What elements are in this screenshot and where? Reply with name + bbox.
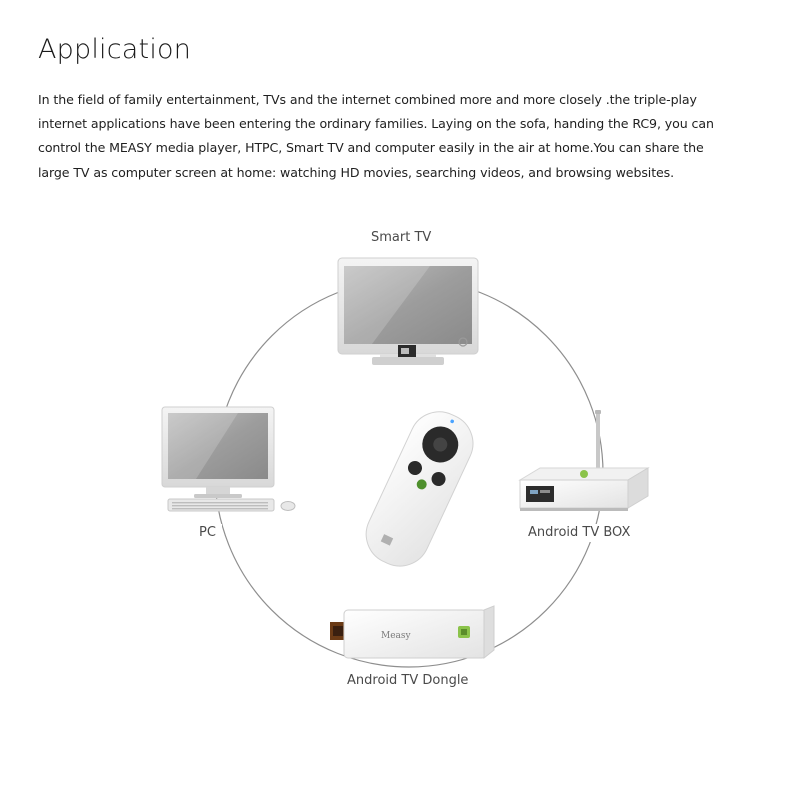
remote-control-icon <box>365 411 474 567</box>
pc-label: PC <box>199 525 216 540</box>
paragraph-line: control the MEASY media player, HTPC, Sm… <box>38 140 704 156</box>
paragraph-line: large TV as computer screen at home: wat… <box>38 164 675 180</box>
smart-tv-icon <box>337 257 479 365</box>
paragraph-line: In the field of family entertainment, TV… <box>38 92 697 107</box>
android-tv-dongle-label: Android TV Dongle <box>347 673 469 688</box>
android-tv-dongle-icon: Measy <box>330 605 495 660</box>
android-tv-box-icon <box>518 410 650 511</box>
paragraph-line: internet applications have been entering… <box>38 116 714 132</box>
intro-paragraph: In the field of family entertainment, TV… <box>38 88 766 185</box>
android-tv-box-label: Android TV BOX <box>528 525 631 540</box>
smart-tv-label: Smart TV <box>371 230 432 245</box>
dongle-brand: Measy <box>381 631 412 641</box>
pc-icon <box>161 406 296 512</box>
page-title: Application <box>38 34 192 65</box>
